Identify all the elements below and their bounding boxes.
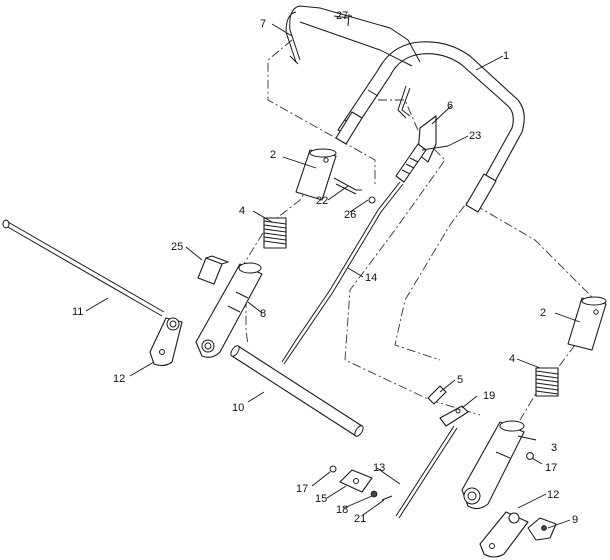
pivot-plate-right <box>479 511 529 558</box>
callout-8: 8 <box>260 308 266 320</box>
callout-6: 6 <box>447 100 453 112</box>
spring-right <box>535 367 559 397</box>
handle-tube <box>335 41 525 213</box>
callout-2-upper: 2 <box>270 149 276 161</box>
lower-rod <box>395 425 458 519</box>
adjustment-knob <box>527 517 557 541</box>
callout-10: 10 <box>232 402 244 414</box>
callout-12-right: 12 <box>547 489 559 501</box>
hinge-pin <box>339 469 373 493</box>
small-washer-upper <box>368 196 376 204</box>
small-pin-lower <box>381 495 393 501</box>
callout-7: 7 <box>260 18 266 30</box>
small-nut <box>370 490 378 498</box>
callout-17-lower: 17 <box>296 483 308 495</box>
callout-9: 9 <box>572 514 578 526</box>
callout-2-right: 2 <box>540 307 546 319</box>
callout-11: 11 <box>72 306 83 318</box>
callout-22: 22 <box>316 195 328 207</box>
callout-13: 13 <box>373 462 385 474</box>
callout-1: 1 <box>503 50 509 62</box>
callout-26: 26 <box>344 209 356 221</box>
callout-5: 5 <box>457 374 463 386</box>
callout-4-right: 4 <box>509 353 515 365</box>
callout-17-right: 17 <box>545 462 557 474</box>
handle-bracket-left <box>195 262 263 358</box>
small-pin <box>345 13 352 27</box>
bumper-block <box>197 255 230 285</box>
assembly-guide-lines <box>239 39 596 421</box>
washer-lower <box>329 465 337 473</box>
handle-bracket-right <box>461 420 525 510</box>
pivot-plate-left <box>149 317 183 367</box>
spring-left <box>263 217 287 249</box>
callout-23: 23 <box>469 130 481 142</box>
upper-pivot-left <box>295 148 337 201</box>
callout-4-upper: 4 <box>239 205 245 217</box>
callout-14: 14 <box>365 272 377 284</box>
hitch-pin <box>333 177 362 195</box>
upper-pivot-right <box>567 296 607 351</box>
link-bracket <box>427 385 447 405</box>
leader-lines <box>85 15 581 529</box>
long-rod <box>2 219 165 317</box>
callout-3: 3 <box>551 442 557 454</box>
callout-18: 18 <box>336 504 348 516</box>
control-cable <box>281 181 404 365</box>
callout-25: 25 <box>171 241 183 253</box>
callout-12-left: 12 <box>113 373 125 385</box>
callout-27: 27 <box>336 10 348 22</box>
callout-15: 15 <box>315 493 327 505</box>
cable-fitting <box>395 143 449 183</box>
callout-labels: 1 2 2 3 4 4 5 6 7 8 9 10 11 12 12 13 14 … <box>72 10 578 526</box>
callout-19: 19 <box>483 390 495 402</box>
callout-21: 21 <box>354 513 366 525</box>
cable-clip <box>439 405 469 427</box>
lower-tube <box>230 345 364 437</box>
washer-right <box>526 452 534 460</box>
